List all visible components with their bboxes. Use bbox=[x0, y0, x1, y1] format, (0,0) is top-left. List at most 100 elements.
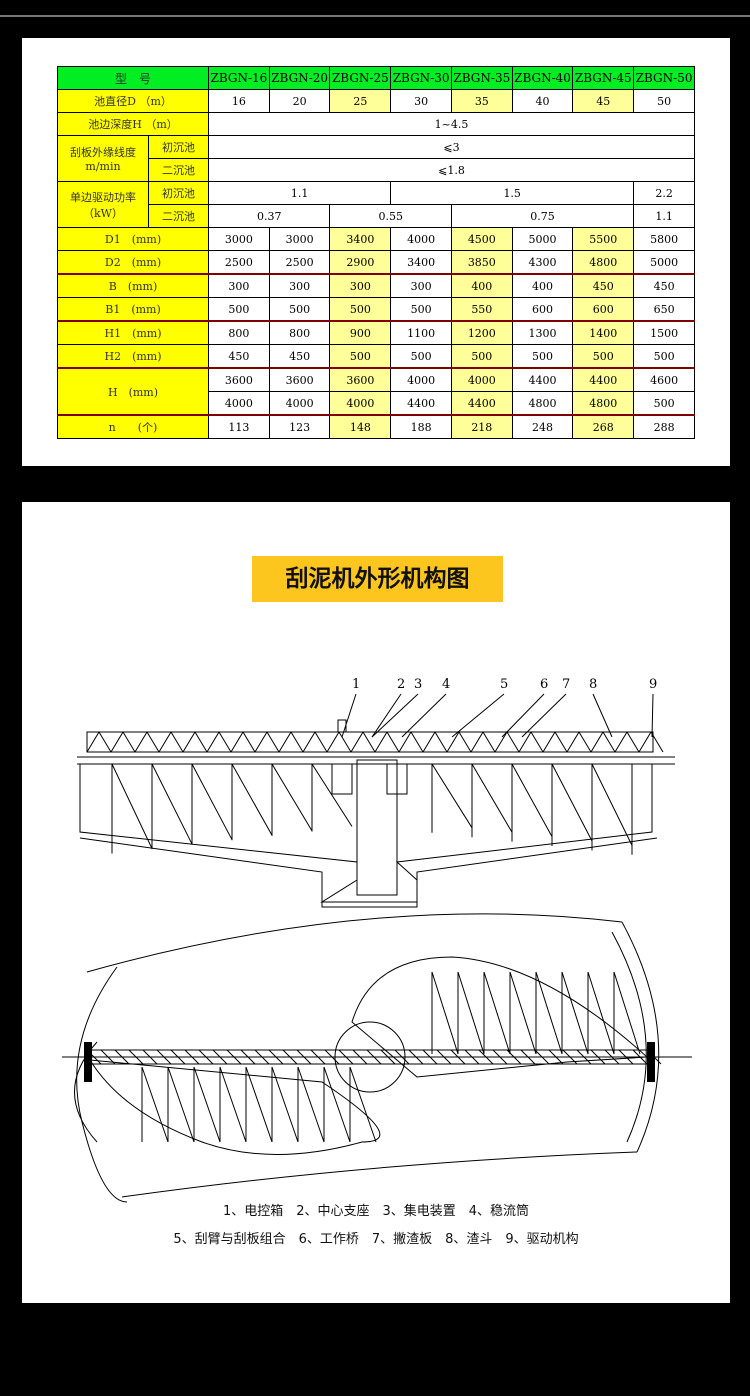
scraper-arm bbox=[231, 763, 273, 836]
value-cell: 1100 bbox=[390, 320, 452, 345]
model-header: ZBGN-16 bbox=[208, 66, 270, 90]
center-column bbox=[356, 759, 398, 896]
value-cell: 248 bbox=[511, 414, 574, 439]
sub-label: 二沉池 bbox=[147, 158, 210, 182]
arm-member bbox=[349, 1066, 377, 1143]
value-cell: 4000 bbox=[390, 367, 452, 392]
value-cell: 2500 bbox=[268, 250, 331, 275]
value-cell: 4000 bbox=[208, 391, 270, 416]
model-header: ZBGN-40 bbox=[511, 66, 574, 90]
value-cell: 4000 bbox=[390, 227, 452, 251]
truss-member bbox=[650, 731, 664, 753]
leader-line bbox=[341, 693, 357, 738]
value-cell: 3850 bbox=[450, 250, 513, 275]
callout-label: 7 bbox=[562, 677, 570, 692]
callout-label: 5 bbox=[500, 677, 508, 692]
value-cell: 500 bbox=[390, 297, 452, 322]
scraper-arm-upper bbox=[351, 956, 649, 1078]
arm-member bbox=[271, 1066, 299, 1143]
value-cell: 3600 bbox=[208, 367, 270, 392]
truss-member bbox=[578, 731, 592, 753]
arm-member bbox=[323, 1066, 351, 1143]
value-cell: 450 bbox=[572, 273, 635, 298]
callout-label: 1 bbox=[352, 677, 360, 692]
value-cell: ⩽1.8 bbox=[208, 158, 695, 182]
value-cell: 16 bbox=[208, 89, 270, 113]
arm-member bbox=[219, 1066, 247, 1143]
row-label: B (mm) bbox=[56, 273, 210, 298]
truss-member bbox=[206, 731, 220, 753]
sub-label: 初沉池 bbox=[147, 135, 210, 159]
wall-arc bbox=[86, 913, 623, 973]
value-cell: 400 bbox=[450, 273, 513, 298]
model-header: ZBGN-20 bbox=[268, 66, 331, 90]
legend-line-1: 1、电控箱 2、中心支座 3、集电装置 4、稳流筒 bbox=[222, 1204, 530, 1219]
callout-label: 2 bbox=[397, 677, 405, 692]
scraper-arm bbox=[271, 763, 313, 832]
value-cell: 4600 bbox=[633, 367, 695, 392]
arm-member bbox=[483, 971, 511, 1055]
value-cell: 4400 bbox=[390, 391, 452, 416]
truss-member bbox=[278, 731, 292, 753]
row-label: B1 (mm) bbox=[56, 297, 210, 322]
top-divider bbox=[0, 15, 750, 17]
value-cell: 0.55 bbox=[329, 204, 452, 228]
truss-member bbox=[374, 731, 388, 753]
model-header: ZBGN-30 bbox=[390, 66, 452, 90]
tank-floor bbox=[79, 837, 658, 908]
value-cell: 5800 bbox=[633, 227, 695, 251]
truss-member bbox=[398, 731, 412, 753]
value-cell: 30 bbox=[390, 89, 452, 113]
value-cell: 1200 bbox=[450, 320, 513, 345]
leader-line bbox=[371, 693, 402, 738]
power-unit: （kW） bbox=[83, 206, 123, 220]
scraper-arm bbox=[431, 763, 473, 829]
truss-member bbox=[362, 731, 376, 753]
truss-member bbox=[134, 731, 148, 753]
truss-member bbox=[218, 731, 232, 753]
value-cell: 288 bbox=[633, 414, 695, 439]
value-cell: 3400 bbox=[390, 250, 452, 275]
truss-member bbox=[434, 731, 448, 753]
value-cell: 5000 bbox=[511, 227, 574, 251]
value-cell: 1500 bbox=[633, 320, 695, 345]
truss-member bbox=[614, 731, 628, 753]
tank-outline bbox=[79, 764, 653, 903]
value-cell: 2.2 bbox=[633, 181, 695, 205]
value-cell: 5500 bbox=[572, 227, 635, 251]
value-cell: 188 bbox=[390, 414, 452, 439]
truss-member bbox=[182, 731, 196, 753]
row-label: 池直径D （m） bbox=[56, 89, 210, 113]
truss-member bbox=[194, 731, 208, 753]
value-cell: 450 bbox=[208, 344, 270, 369]
truss-member bbox=[146, 731, 160, 753]
callout-label: 9 bbox=[649, 677, 657, 692]
value-cell: 3000 bbox=[268, 227, 331, 251]
speed-label: 刮板外缘线度 bbox=[70, 146, 136, 159]
value-cell: 35 bbox=[450, 89, 513, 113]
truss-member bbox=[86, 731, 100, 753]
truss-member bbox=[110, 731, 124, 753]
value-cell: 3000 bbox=[208, 227, 270, 251]
leader-line bbox=[451, 693, 505, 738]
truss-member bbox=[350, 731, 364, 753]
value-cell: 268 bbox=[572, 414, 635, 439]
diagram-title: 刮泥机外形机构图 bbox=[252, 556, 503, 602]
truss-member bbox=[314, 731, 328, 753]
value-cell: 123 bbox=[268, 414, 331, 439]
sub-label: 二沉池 bbox=[147, 204, 210, 228]
scraper-arm bbox=[151, 763, 193, 845]
stilling-well bbox=[331, 763, 353, 795]
value-cell: 3400 bbox=[329, 227, 392, 251]
model-header: ZBGN-25 bbox=[329, 66, 392, 90]
arm-member bbox=[245, 1066, 273, 1143]
truss-member bbox=[302, 731, 316, 753]
value-cell: 4000 bbox=[268, 391, 331, 416]
tank-wall-right bbox=[611, 931, 647, 1143]
